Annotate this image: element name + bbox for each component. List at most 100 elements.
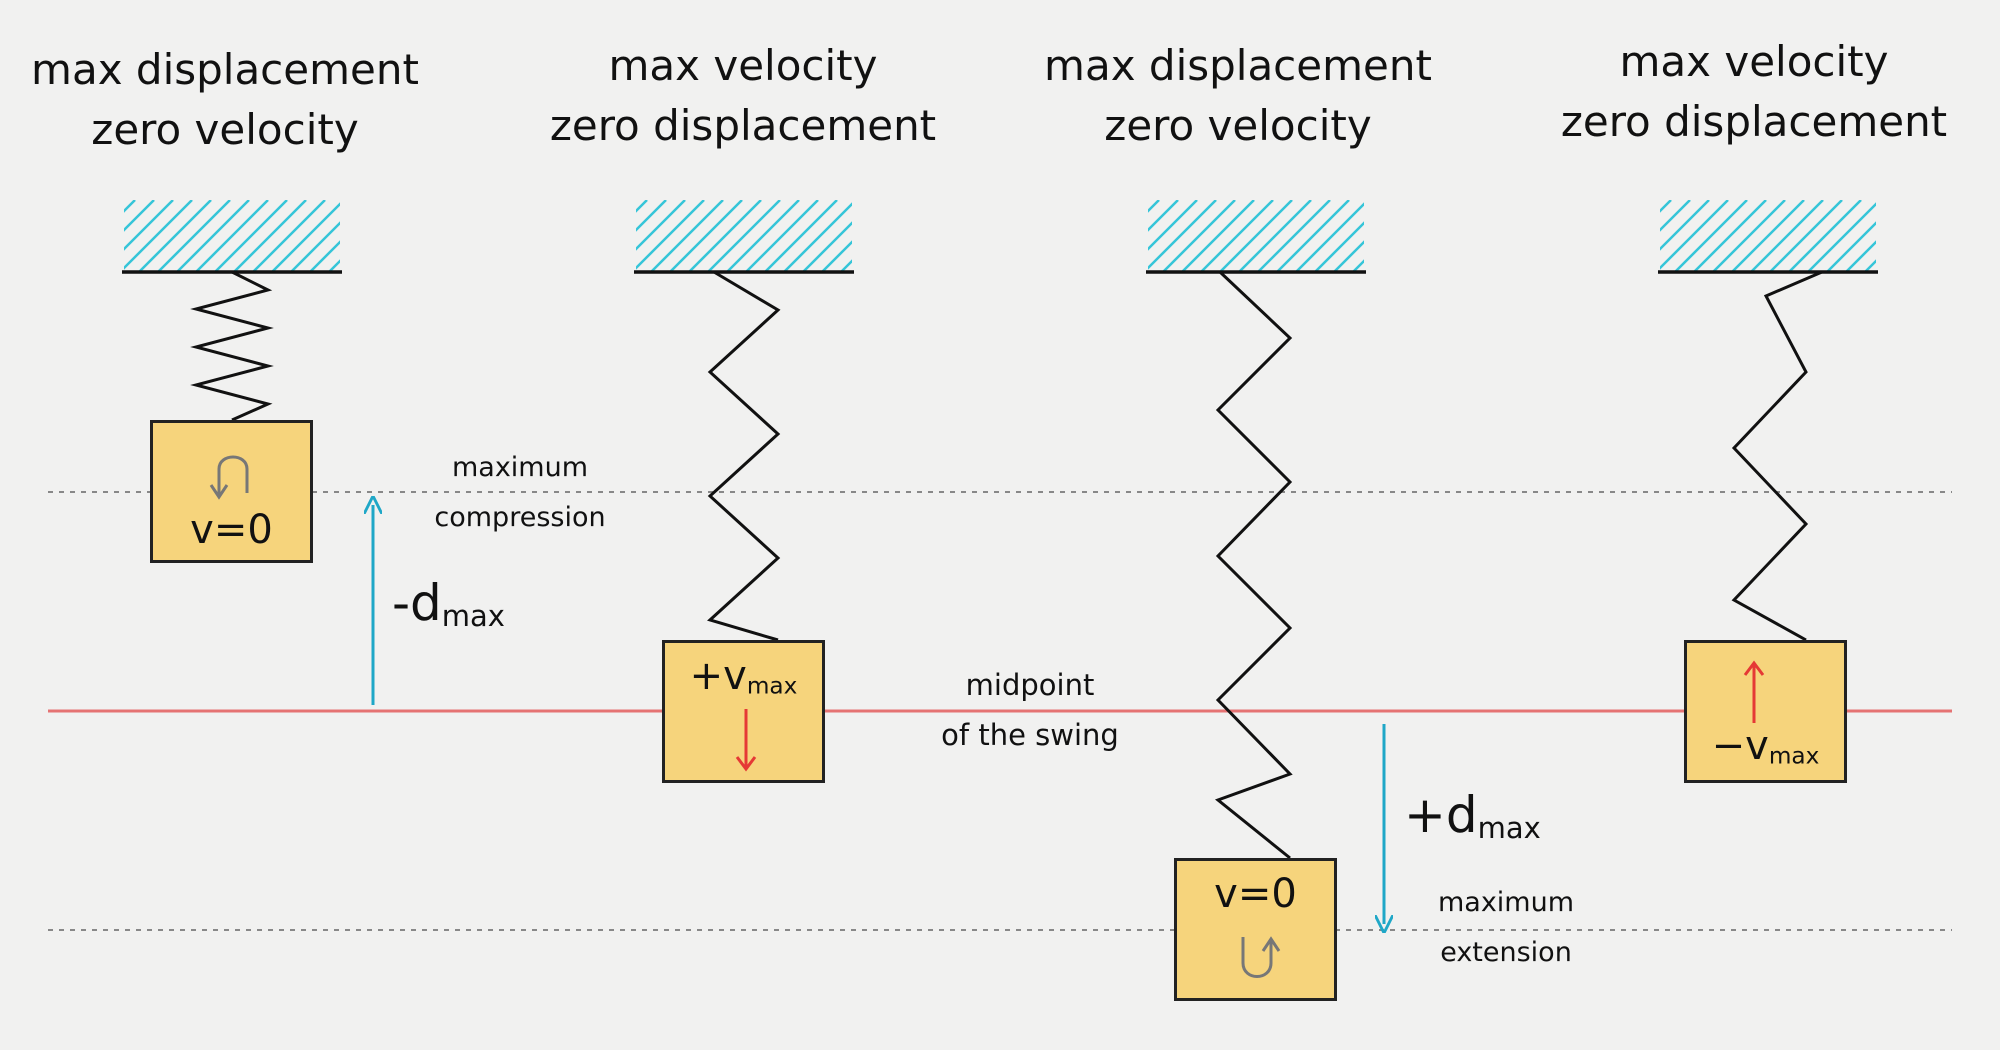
hatch-line <box>1257 200 1331 272</box>
hatch-line <box>726 200 800 272</box>
hatch-line <box>636 200 705 270</box>
hatch-line <box>1769 200 1843 272</box>
hatch-line <box>1693 200 1767 272</box>
mass-1: v=0 <box>150 420 313 563</box>
midpoint-label-line1: midpoint <box>965 668 1095 702</box>
panel-4-title-line2: zero displacement <box>1560 97 1948 146</box>
panel-2-title-line1: max velocity <box>608 41 878 90</box>
hatch-line <box>1372 200 1444 272</box>
mass-2-label-sub: max <box>746 672 798 700</box>
hatch-line <box>1884 200 1956 272</box>
hatch-line <box>1148 200 1217 270</box>
hatch-line <box>157 200 231 272</box>
hatch-line <box>1674 200 1748 272</box>
hatch-line <box>707 200 781 272</box>
ceiling-4 <box>1580 200 1956 274</box>
hatch-line <box>1660 200 1729 270</box>
ceiling-3 <box>1068 200 1444 274</box>
hatch-line <box>124 200 136 213</box>
hatch-line <box>1712 200 1786 272</box>
hatch-line <box>783 202 852 272</box>
max-compression-label: maximum compression <box>400 443 640 543</box>
spring-1 <box>190 270 274 422</box>
max-compression-label-line2: compression <box>434 502 606 533</box>
ceiling-2 <box>556 200 932 274</box>
max-extension-label-line2: extension <box>1440 937 1572 968</box>
mass-4-label-main: −v <box>1711 723 1769 769</box>
hatch-line <box>1826 221 1876 272</box>
u-turn-arrow-icon <box>1241 936 1281 978</box>
hatch-line <box>124 200 155 232</box>
neg-dmax-label-sub: max <box>441 598 505 633</box>
mass-4: −vmax <box>1684 640 1847 783</box>
hatch-line <box>1807 202 1876 272</box>
hatch-line <box>1148 200 1179 232</box>
hatch-line <box>1148 200 1160 213</box>
hatch-line <box>636 200 667 232</box>
panel-4-title: max velocity zero displacement <box>1514 32 1994 152</box>
max-compression-label-line1: maximum <box>451 452 589 483</box>
panel-1-title-line2: zero velocity <box>91 105 359 154</box>
hatch-line <box>1162 200 1236 272</box>
hatch-line <box>556 200 628 272</box>
panel-3-title: max displacement zero velocity <box>998 36 1478 156</box>
hatch-line <box>1295 202 1364 272</box>
spring-3 <box>1214 270 1293 860</box>
mass-2: +vmax <box>662 640 825 783</box>
hatch-line <box>44 200 116 272</box>
hatch-line <box>233 200 307 272</box>
hatch-line <box>138 200 212 272</box>
hatch-line <box>1148 200 1198 251</box>
hatch-line <box>745 200 819 272</box>
down-arrow-icon <box>735 709 757 772</box>
hatch-line <box>1660 200 1672 213</box>
mass-2-label-main: +v <box>689 653 747 699</box>
hatch-line <box>840 259 852 272</box>
hatch-line <box>802 221 852 272</box>
panel-2-title: max velocity zero displacement <box>503 36 983 156</box>
u-turn-arrow-icon <box>209 455 249 500</box>
neg-dmax-label: -dmax <box>392 574 505 633</box>
spring-4 <box>1731 270 1823 642</box>
hatch-line <box>1238 200 1312 272</box>
hatch-line <box>1660 200 1691 232</box>
pos-dmax-label: +dmax <box>1404 786 1541 845</box>
hatch-line <box>1352 259 1364 272</box>
hatch-line <box>1750 200 1824 272</box>
hatch-line <box>650 200 724 272</box>
hatch-line <box>636 200 686 251</box>
panel-3-title-line2: zero velocity <box>1104 101 1372 150</box>
hatch-line <box>1845 240 1876 272</box>
panel-2-title-line2: zero displacement <box>549 101 937 150</box>
midpoint-label-line2: of the swing <box>941 718 1119 752</box>
hatch-line <box>1200 200 1274 272</box>
mass-2-label: +vmax <box>665 653 822 700</box>
hatch-line <box>195 200 269 272</box>
hatch-line <box>252 200 326 272</box>
panel-4-title-line1: max velocity <box>1619 37 1889 86</box>
max-extension-label-line1: maximum <box>1437 887 1575 918</box>
hatch-line <box>669 200 743 272</box>
hatch-line <box>1219 200 1293 272</box>
hatch-line <box>860 200 932 272</box>
spring-2 <box>707 270 781 642</box>
hatch-line <box>1068 200 1140 272</box>
hatch-line <box>290 221 340 272</box>
hatch-line <box>1314 221 1364 272</box>
mass-3: v=0 <box>1174 858 1337 1001</box>
hatch-line <box>1333 240 1364 272</box>
hatch-line <box>1580 200 1652 272</box>
hatch-line <box>328 259 340 272</box>
hatch-line <box>1788 200 1862 272</box>
panel-1-title-line1: max displacement <box>31 45 419 94</box>
panel-3-title-line1: max displacement <box>1044 41 1432 90</box>
pos-dmax-label-main: +d <box>1404 786 1478 844</box>
panel-1-title: max displacement zero velocity <box>0 40 465 160</box>
midpoint-label: midpoint of the swing <box>900 660 1160 760</box>
hatch-line <box>124 200 193 270</box>
hatch-line <box>348 200 420 272</box>
hatch-line <box>124 200 174 251</box>
hatch-line <box>1181 200 1255 272</box>
hatch-line <box>1864 259 1876 272</box>
